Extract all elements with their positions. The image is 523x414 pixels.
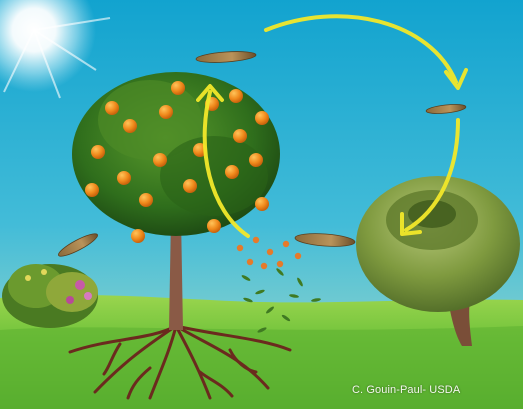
nymph-dot [277,261,283,267]
orange-fruit [85,183,99,197]
nymph-dot [237,245,243,251]
orange-fruit [233,129,247,143]
orange-fruit [139,193,153,207]
orange-fruit [183,179,197,193]
nymph-dot [267,249,273,255]
orange-fruit [207,219,221,233]
orange-fruit [225,165,239,179]
nymph-dot [261,263,267,269]
nymph-dot [247,259,253,265]
orange-fruit [249,153,263,167]
orange-fruit [255,197,269,211]
orange-fruit [255,111,269,125]
orange-fruit [171,81,185,95]
orange-fruit [131,229,145,243]
nymph-dot [295,253,301,259]
photo-credit: C. Gouin-Paul- USDA [352,384,512,396]
orange-fruit [159,105,173,119]
nymph-dot [283,241,289,247]
flowering-bush-icon [2,264,98,328]
orange-fruit [229,89,243,103]
orange-fruit [153,153,167,167]
orange-fruit [105,101,119,115]
orange-fruit [91,145,105,159]
orange-fruit [117,171,131,185]
orange-fruit [123,119,137,133]
nymph-dot [253,237,259,243]
